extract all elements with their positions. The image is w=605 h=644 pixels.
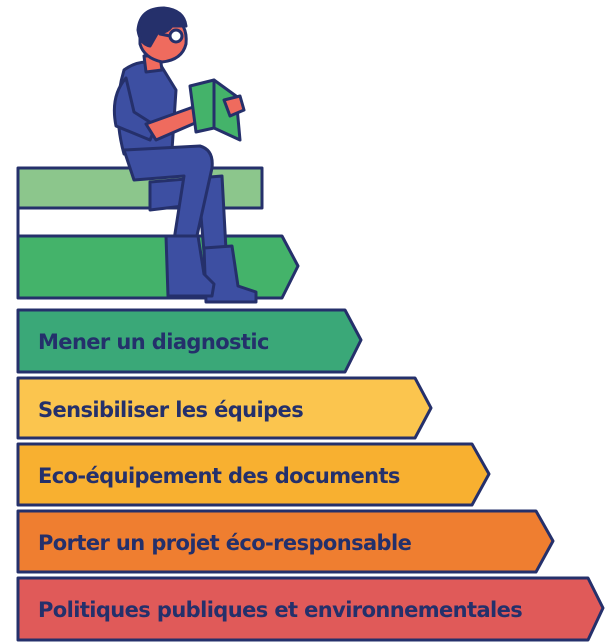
step-arrows: Mener un diagnostic Sensibiliser les équ… <box>16 166 605 642</box>
step-3-shape <box>16 308 363 374</box>
step-4-label: Sensibiliser les équipes <box>38 398 303 422</box>
step-5-shape <box>16 442 491 507</box>
step-2 <box>16 208 300 300</box>
step-6-label: Porter un projet éco-responsable <box>38 531 412 555</box>
person-reading-icon <box>112 6 258 304</box>
step-5-label: Eco-équipement des documents <box>38 464 400 488</box>
step-3: Mener un diagnostic <box>16 308 363 374</box>
front-leg <box>122 144 214 242</box>
step-5: Eco-équipement des documents <box>16 442 491 507</box>
step-6: Porter un projet éco-responsable <box>16 509 555 574</box>
hand <box>222 94 246 118</box>
step-6-shape <box>16 509 555 574</box>
step-7-label: Politiques publiques et environnementale… <box>38 598 522 622</box>
glasses-icon <box>168 28 184 44</box>
back-boot-icon <box>202 244 258 304</box>
front-boot-icon <box>164 234 216 298</box>
step-4: Sensibiliser les équipes <box>16 376 433 440</box>
hair <box>136 6 188 48</box>
step-2-shape <box>16 234 300 300</box>
step-7-shape <box>16 576 605 642</box>
step-4-shape <box>16 376 433 440</box>
step-7: Politiques publiques et environnementale… <box>16 576 605 642</box>
step-3-label: Mener un diagnostic <box>38 330 269 354</box>
